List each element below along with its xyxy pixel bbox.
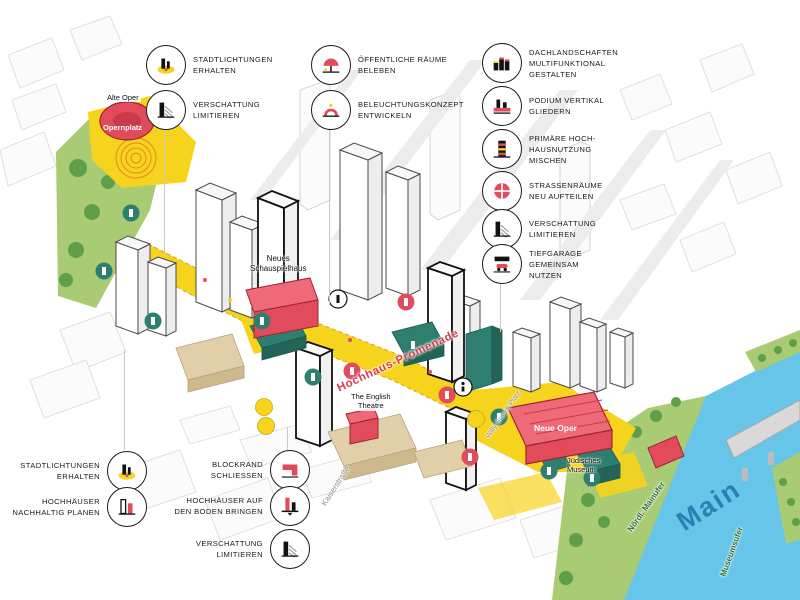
bridge — [725, 399, 800, 481]
riverbank-green-east — [745, 330, 800, 544]
legend-item-verschattung-bottom: VERSCHATTUNG LIMITIEREN — [163, 529, 310, 569]
legend-label: ÖFFENTLICHE RÄUME BELEBEN — [358, 55, 448, 75]
leader-line — [287, 428, 288, 450]
city-clearing-icon — [146, 45, 186, 85]
legend-label: STADTLICHTUNGEN ERHALTEN — [193, 55, 273, 75]
legend-item-dachlandschaften: DACHLANDSCHAFTEN MULTIFUNKTIONAL GESTALT… — [482, 43, 618, 83]
building-alte-oper — [99, 101, 155, 141]
bridgehead-red-pavilion — [647, 435, 685, 469]
shading-limit-icon — [482, 209, 522, 249]
leader-line — [500, 284, 501, 332]
map-badges — [95, 204, 601, 487]
legend-label: DACHLANDSCHAFTEN MULTIFUNKTIONAL GESTALT… — [529, 47, 619, 79]
legend-label: VERSCHATTUNG LIMITIEREN — [193, 100, 261, 120]
legend-label: STADTLICHTUNGEN ERHALTEN — [20, 461, 100, 481]
leader-line — [124, 350, 125, 450]
roofscape-icon — [482, 43, 522, 83]
river-main — [612, 348, 800, 600]
shading-limit-icon — [146, 90, 186, 130]
public-space-icon — [311, 45, 351, 85]
alte-oper-label: Alte Oper — [105, 93, 141, 103]
leader-line — [329, 130, 330, 305]
garage-icon — [482, 244, 522, 284]
towers-to-ground-icon — [270, 486, 310, 526]
background-city-blocks — [0, 15, 783, 559]
building-neues-schauspielhaus — [245, 277, 319, 339]
english-theatre-label: The English Theatre — [349, 392, 393, 411]
legend-label: BLOCKRAND SCHLIESSEN — [210, 460, 263, 480]
shading-limit-icon — [270, 529, 310, 569]
legend-item-hochhausnutzung-mischen: PRIMÄRE HOCH- HAUSNUTZUNG MISCHEN — [482, 129, 596, 169]
legend-label: TIEFGARAGE GEMEINSAM NUTZEN — [529, 248, 582, 280]
legend-item-verschattung-limitieren: VERSCHATTUNG LIMITIEREN — [146, 90, 260, 130]
legend-label: VERSCHATTUNG LIMITIEREN — [529, 219, 597, 239]
legend-label: STRASSENRÄUME NEU AUFTEILEN — [529, 181, 603, 201]
street-space-icon — [482, 171, 522, 211]
neues-schauspielhaus-label: Neues Schauspielhaus — [250, 254, 307, 273]
legend-item-hochhaeuser-boden: HOCHHÄUSER AUF DEN BODEN BRINGEN — [163, 486, 310, 526]
city-clearing-icon — [107, 451, 147, 491]
legend-item-podium-vertikal: PODIUM VERTIKAL GLIEDERN — [482, 86, 604, 126]
legend-label: PRIMÄRE HOCH- HAUSNUTZUNG MISCHEN — [529, 133, 596, 165]
sustainable-towers-icon — [107, 487, 147, 527]
legend-item-oeffentliche-raeume: ÖFFENTLICHE RÄUME BELEBEN — [311, 45, 447, 85]
building-english-theatre — [345, 407, 379, 445]
block-edge-icon — [270, 450, 310, 490]
legend-item-verschattung-limitieren-right: VERSCHATTUNG LIMITIEREN — [482, 209, 596, 249]
light-rings — [115, 137, 157, 179]
leader-line — [164, 130, 165, 255]
legend-item-beleuchtungskonzept: BELEUCHTUNGSKONZEPT ENTWICKELN — [311, 90, 464, 130]
podium-icon — [482, 86, 522, 126]
neue-oper-label: Neue Oper — [534, 423, 577, 433]
legend-label: PODIUM VERTIKAL GLIEDERN — [529, 96, 605, 116]
legend-item-tiefgarage: TIEFGARAGE GEMEINSAM NUTZEN — [482, 244, 582, 284]
legend-item-strassenraeume: STRASSENRÄUME NEU AUFTEILEN — [482, 171, 603, 211]
legend-label: BELEUCHTUNGSKONZEPT ENTWICKELN — [358, 100, 464, 120]
legend-item-stadtlichtungen-bottom: STADTLICHTUNGEN ERHALTEN — [0, 451, 147, 491]
legend-item-hochhaeuser-nachhaltig: HOCHHÄUSER NACHHALTIG PLANEN — [0, 487, 147, 527]
legend-item-blockrand: BLOCKRAND SCHLIESSEN — [163, 450, 310, 490]
building-neue-oper — [507, 391, 613, 465]
legend-label: HOCHHÄUSER AUF DEN BODEN BRINGEN — [174, 496, 263, 516]
legend-label: VERSCHATTUNG LIMITIEREN — [195, 539, 263, 559]
legend-item-stadtlichtungen-erhalten: STADTLICHTUNGEN ERHALTEN — [146, 45, 273, 85]
mixed-use-icon — [482, 129, 522, 169]
juedisches-museum-label: Jüdisches Museum — [567, 456, 601, 475]
legend-label: HOCHHÄUSER NACHHALTIG PLANEN — [12, 497, 100, 517]
opernplatz-label: Opernplatz — [103, 123, 143, 132]
lighting-concept-icon — [311, 90, 351, 130]
